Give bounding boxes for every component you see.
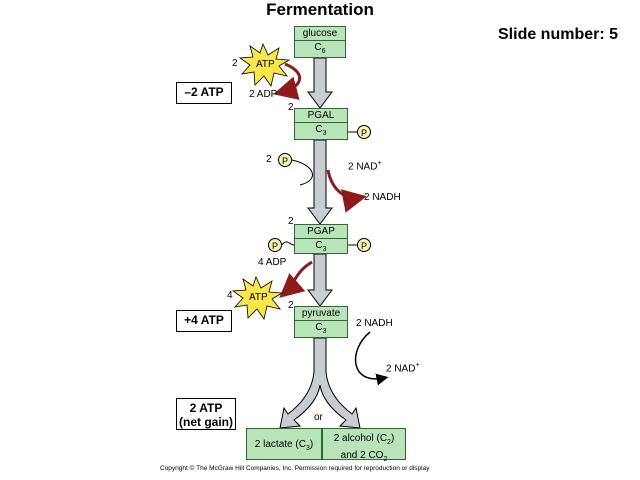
nad-plus-label-bottom: 2 NAD+ [386,362,420,374]
alcohol-line1: 2 alcohol (C [333,433,388,444]
count-above-pyruvate: 2 [288,300,294,311]
minus-atp-box: –2 ATP [176,82,232,104]
atp-count-bottom: 4 [227,290,233,301]
or-label: or [314,412,323,423]
atp-to-adp-curve-arrow [273,62,302,100]
nad-plus2-sup: + [415,362,420,369]
nad-plus-text: 2 NAD [348,161,378,173]
pgap-left-phosphate: P [268,238,282,252]
pgal-phosphate: P [357,125,371,139]
alcohol-box: 2 alcohol (C2) and 2 CO2 [322,428,406,463]
glucose-formula: C [314,42,322,53]
pgap-to-pyruvate-arrow [307,253,333,307]
pyruvate-split-arrow [279,337,361,429]
pgal-subscript: 3 [322,130,327,137]
pyruvate-formula: C [315,322,323,333]
atp-starburst-top [238,42,291,87]
nadh-to-nad-curve-arrow [354,331,389,386]
glucose-box: glucose C6 [294,26,346,58]
alcohol-line2: and 2 CO [340,450,384,461]
nad-plus-label: 2 NAD+ [348,160,382,172]
pgal-to-pgap-arrow [307,139,333,225]
adp-to-atp-curve-arrow [279,260,313,298]
inorganic-phosphate: P [278,153,292,167]
atp-starburst-bottom [231,275,284,320]
nadh-label-bottom: 2 NADH [356,318,393,329]
nadh-label: 2 NADH [364,192,401,203]
lactate-text: 2 lactate (C [254,439,306,450]
pyruvate-box: pyruvate C3 [294,306,348,338]
pgap-subscript: 3 [322,246,327,253]
plus-atp-box: +4 ATP [176,310,232,332]
net-atp-box: 2 ATP (net gain) [176,398,236,430]
lactate-close: ) [309,439,314,450]
alcohol-subscript2: 2 [383,456,388,463]
nad-to-nadh-curve-arrow [326,169,367,213]
pgap-right-phosphate: P [357,238,371,252]
pgal-box: PGAL C3 [294,108,348,140]
nad-plus-sup: + [377,160,382,167]
count-above-pgal: 2 [288,102,294,113]
glucose-name: glucose [302,28,338,39]
atp-label-top: ATP [256,59,275,70]
atp-label-bottom: ATP [249,292,268,303]
pyruvate-subscript: 3 [322,328,327,335]
phosphate-uptake-line [291,159,313,186]
pyruvate-name: pyruvate [301,308,341,319]
pgap-name: PGAP [307,226,335,237]
net-atp-line1: 2 ATP [189,401,223,415]
pgap-formula: C [315,240,323,251]
adp-label-top: 2 ADP [249,89,278,100]
atp-count-top: 2 [232,58,238,69]
glucose-to-pgal-arrow [307,57,333,109]
count-above-pgap: 2 [288,216,294,227]
alcohol-subscript1: 2 [387,439,391,446]
glucose-subscript: 6 [321,48,326,55]
nad-plus2-text: 2 NAD [386,363,416,375]
adp-label-bottom: 4 ADP [258,257,287,268]
pgap-box: PGAP C3 [294,224,348,254]
pgal-formula: C [315,124,323,135]
net-atp-line2: (net gain) [179,415,233,429]
phosphate-count: 2 [266,154,272,165]
lactate-subscript: 3 [305,445,310,452]
slide-number: Slide number: 5 [498,26,619,43]
alcohol-close1: ) [390,433,395,444]
page-title: Fermentation [266,0,374,19]
lactate-box: 2 lactate (C3) [246,428,322,460]
copyright-notice: Copyright © The McGraw Hill Companies, I… [160,465,430,472]
pgal-name: PGAL [307,110,335,121]
